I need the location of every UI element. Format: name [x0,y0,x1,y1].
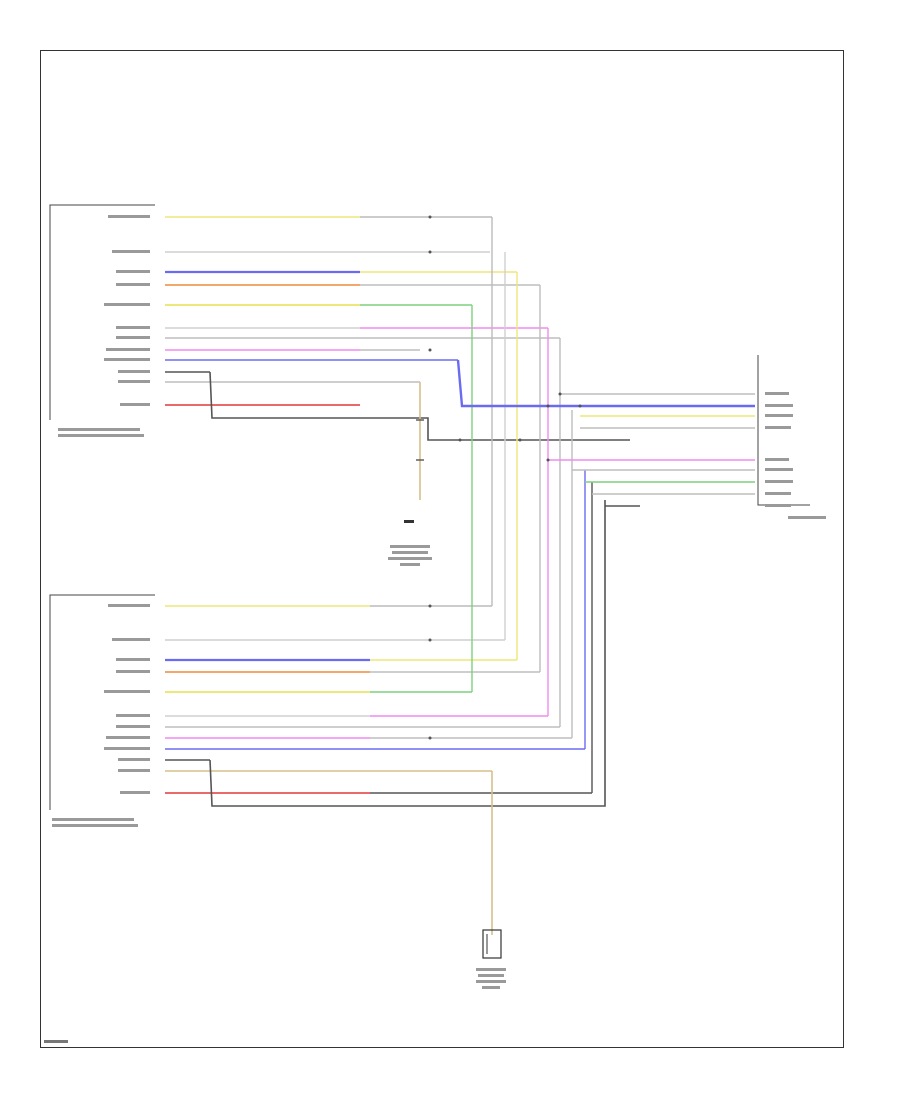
upper-wires [165,216,630,500]
lower-pin-labels [52,604,150,827]
diagram-frame [40,50,844,1048]
upper-pin-labels [58,215,150,437]
left-front-speaker-connector [49,594,155,810]
footer-mark [44,1040,68,1043]
lower-wires [165,500,606,935]
wire-lower-ground [209,500,606,807]
radio-connector [757,355,810,506]
splice-marks [428,215,582,740]
right-front-speaker-connector [49,204,155,420]
wire-upper-ground [209,371,630,441]
radio-pin-labels [765,392,826,519]
lower-ground-component [476,929,506,989]
trunk-wires [456,217,755,793]
upper-ground-symbol [388,520,432,566]
